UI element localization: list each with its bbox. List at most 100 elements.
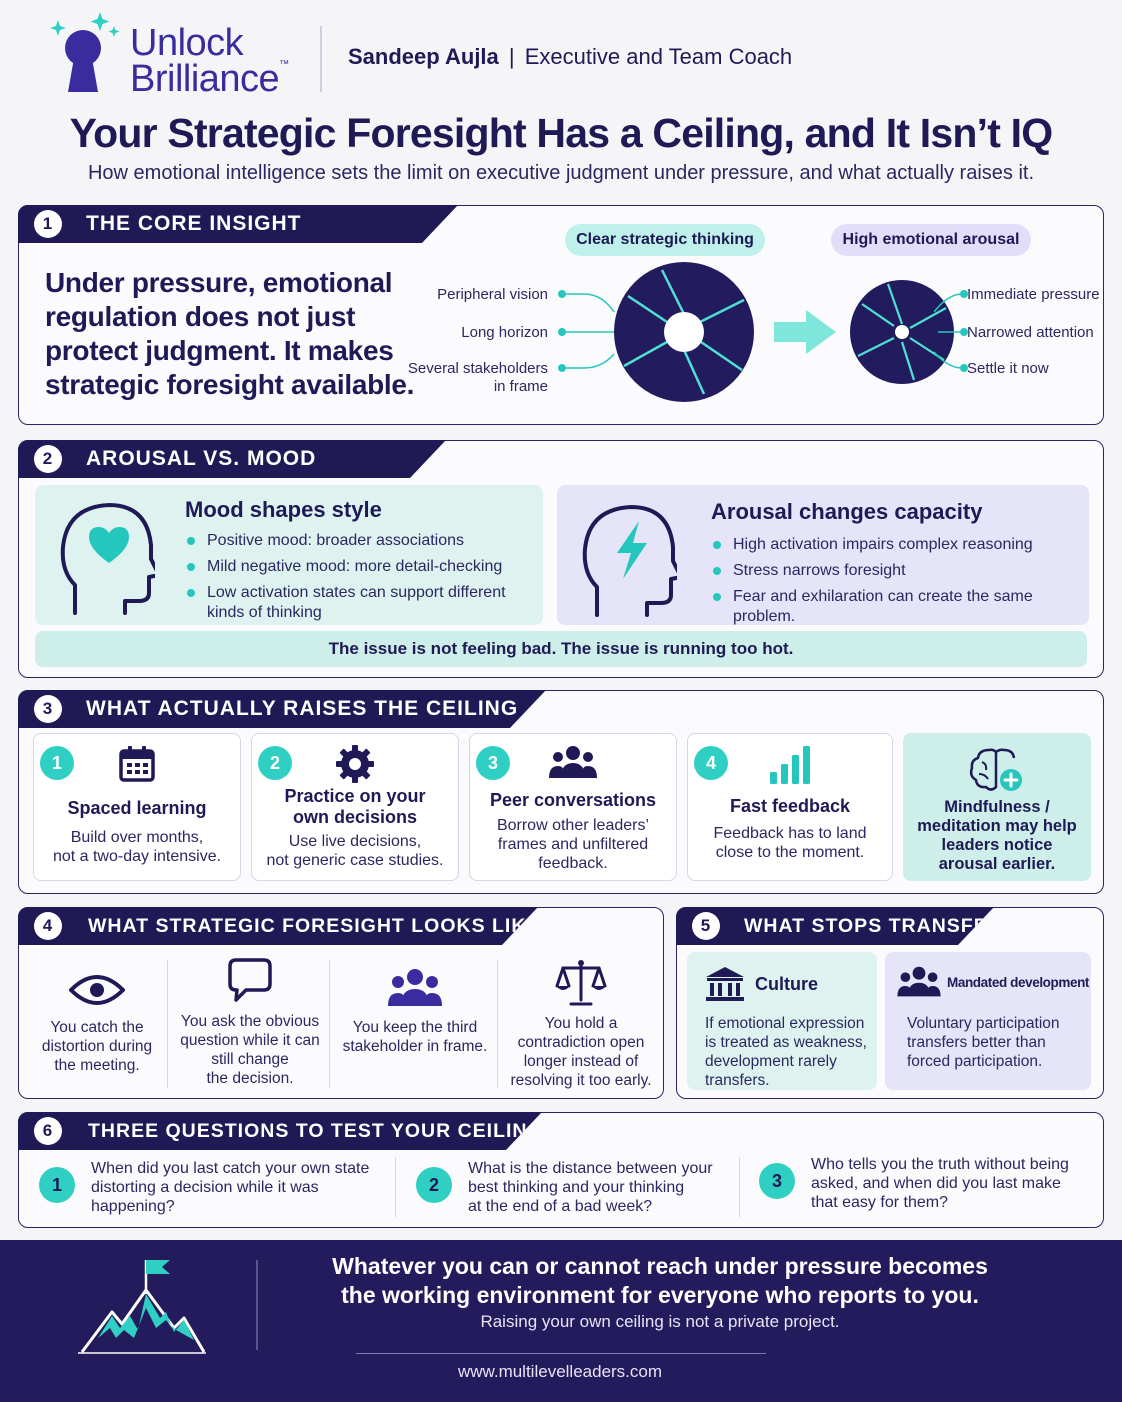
arousal-item: High activation impairs complex reasonin… — [711, 535, 1083, 555]
section-header: 5 WHAT STOPS TRANSFER — [676, 907, 994, 945]
calendar-icon — [119, 746, 155, 782]
coach-role: Executive and Team Coach — [524, 44, 793, 69]
section-title: THE CORE INSIGHT — [86, 212, 302, 235]
mood-title: Mood shapes style — [185, 497, 382, 522]
coach-separator: | — [508, 44, 515, 69]
institution-icon — [706, 967, 744, 1001]
core-insight-text: Under pressure, emotional regulation doe… — [45, 267, 415, 400]
question-item: 1 When did you last catch your own state… — [39, 1159, 399, 1229]
keyhole-logo-icon — [50, 12, 120, 92]
header-divider — [320, 26, 322, 92]
page-subtitle: How emotional intelligence sets the limi… — [87, 162, 1035, 184]
mountain-flag-icon — [78, 1260, 206, 1354]
culture-header: Culture — [705, 966, 818, 1002]
section-title: WHAT STRATEGIC FORESIGHT LOOKS LIKE — [88, 914, 541, 937]
section-header: 1 THE CORE INSIGHT — [18, 205, 458, 243]
section-number: 5 — [692, 912, 720, 940]
column-divider — [497, 960, 498, 1088]
speech-bubble-icon — [228, 958, 272, 1002]
section-raises-ceiling: 3 WHAT ACTUALLY RAISES THE CEILING 1 Spa… — [18, 690, 1104, 894]
section-number: 6 — [34, 1117, 62, 1145]
mandated-header: Mandated development — [897, 966, 1089, 998]
mood-list: Positive mood: broader associations Mild… — [185, 531, 535, 629]
step-number: 1 — [40, 746, 74, 780]
brain-plus-icon — [969, 748, 1022, 791]
gear-icon — [336, 745, 374, 783]
section-core-insight: 1 THE CORE INSIGHT Under pressure, emoti… — [18, 205, 1104, 425]
label-immediate-pressure: Immediate pressure — [967, 286, 1100, 303]
aperture-narrow-icon — [850, 280, 954, 384]
mandated-card: Mandated development Voluntary participa… — [885, 952, 1091, 1090]
section-foresight-looks-like: 4 WHAT STRATEGIC FORESIGHT LOOKS LIKE Yo… — [18, 907, 664, 1099]
step-number: 4 — [694, 746, 728, 780]
label-settle-it-now: Settle it now — [967, 360, 1049, 377]
mood-card: Mood shapes style Positive mood: broader… — [35, 485, 543, 625]
head-lightning-icon — [582, 505, 677, 617]
step-number: 2 — [258, 746, 292, 780]
arousal-item: Fear and exhilaration can create the sam… — [711, 587, 1083, 627]
label-long-horizon: Long horizon — [461, 324, 548, 341]
footer-rule — [356, 1353, 766, 1354]
question-number: 3 — [759, 1163, 795, 1199]
arousal-list: High activation impairs complex reasonin… — [711, 535, 1083, 633]
column-divider — [329, 960, 330, 1088]
section-header: 2 AROUSAL VS. MOOD — [18, 440, 446, 478]
step-desc: Borrow other leaders’frames and unfilter… — [496, 817, 650, 872]
clear-thinking-pill: Clear strategic thinking — [565, 224, 765, 256]
label-peripheral-vision: Peripheral vision — [437, 286, 548, 303]
label-several-stakeholders: Several stakeholders — [407, 360, 548, 377]
arousal-title: Arousal changes capacity — [711, 499, 983, 524]
section-arousal-vs-mood: 2 AROUSAL VS. MOOD Mood shapes style Pos… — [18, 440, 1104, 678]
section-title: AROUSAL VS. MOOD — [86, 447, 317, 470]
section-number: 2 — [34, 445, 62, 473]
arrow-right-icon — [774, 310, 836, 354]
step-desc: Build over months,not a two-day intensiv… — [52, 829, 222, 865]
footer-url-link[interactable]: www.multilevelleaders.com — [457, 1362, 663, 1381]
mood-item: Positive mood: broader associations — [185, 531, 535, 551]
section-title: WHAT STOPS TRANSFER — [744, 914, 1003, 937]
trademark-mark: ™ — [279, 59, 289, 70]
head-heart-icon — [60, 503, 155, 615]
section-number: 3 — [34, 695, 62, 723]
arousal-item: Stress narrows foresight — [711, 561, 1083, 581]
step-spaced-learning: 1 Spaced learning Build over months,not … — [33, 733, 241, 881]
group-icon — [549, 746, 597, 778]
section-three-questions: 6 THREE QUESTIONS TO TEST YOUR CEILING 1… — [18, 1112, 1104, 1228]
coach-credit: Sandeep Aujla | Executive and Team Coach — [348, 44, 792, 70]
section-header: 6 THREE QUESTIONS TO TEST YOUR CEILING — [18, 1112, 542, 1150]
column-divider — [167, 960, 168, 1088]
arousal-card: Arousal changes capacity High activation… — [557, 485, 1089, 625]
footer-headline: Whatever you can or cannot reach under p… — [332, 1253, 988, 1308]
question-number: 2 — [416, 1167, 452, 1203]
eye-icon — [69, 975, 125, 1005]
question-number: 1 — [39, 1167, 75, 1203]
column-divider — [739, 1157, 740, 1217]
footer-divider — [256, 1260, 258, 1350]
mandated-title: Mandated development — [947, 974, 1090, 990]
section-header: 4 WHAT STRATEGIC FORESIGHT LOOKS LIKE — [18, 907, 538, 945]
group-icon — [897, 966, 941, 997]
section-title: WHAT ACTUALLY RAISES THE CEILING — [86, 697, 519, 720]
mood-item: Low activation states can support differ… — [185, 583, 535, 623]
step-title: Peer conversations — [489, 790, 657, 810]
group-icon — [388, 969, 442, 1006]
footer-subline: Raising your own ceiling is not a privat… — [480, 1312, 840, 1331]
aperture-open-icon — [614, 262, 754, 402]
footer-banner: Whatever you can or cannot reach under p… — [0, 1240, 1122, 1402]
section-stops-transfer: 5 WHAT STOPS TRANSFER Culture If emotion… — [676, 907, 1104, 1099]
